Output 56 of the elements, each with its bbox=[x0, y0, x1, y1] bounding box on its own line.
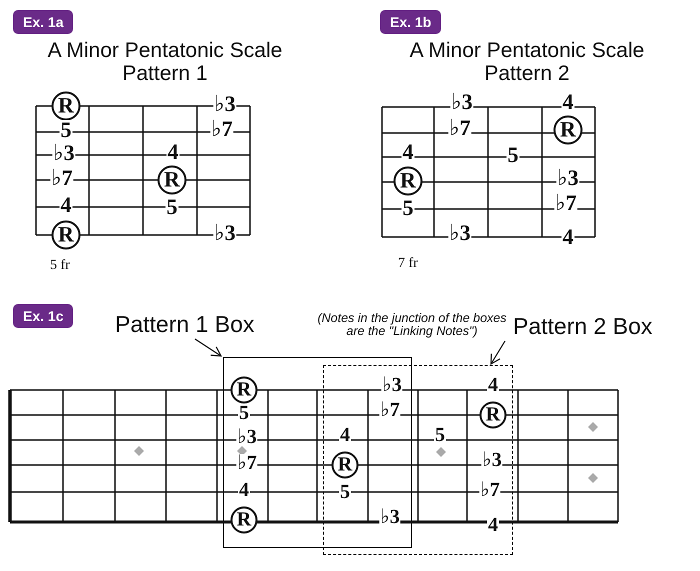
root-note-marker: R bbox=[52, 92, 80, 120]
interval-label: ♭7 bbox=[236, 454, 258, 472]
interval-label: 4 bbox=[166, 142, 180, 162]
interval-label: ♭7 bbox=[554, 193, 578, 213]
interval-label: 4 bbox=[238, 481, 250, 499]
interval-label: 4 bbox=[339, 426, 351, 444]
interval-label: ♭3 bbox=[52, 143, 76, 163]
example-tag: Ex. 1c bbox=[13, 304, 74, 328]
root-note-marker: R bbox=[230, 506, 258, 534]
interval-label: ♭3 bbox=[481, 451, 503, 469]
scale-title: A Minor Pentatonic Scale Pattern 1 bbox=[46, 39, 284, 85]
interval-label: ♭3 bbox=[556, 168, 580, 188]
interval-label: 5 bbox=[166, 197, 178, 217]
interval-label: 5 bbox=[60, 120, 72, 140]
fret-number: 5 fr bbox=[50, 258, 70, 274]
interval-label: 5 bbox=[402, 198, 414, 218]
interval-label: 5 bbox=[339, 483, 351, 501]
interval-label: 4 bbox=[487, 376, 499, 394]
root-note-marker: R bbox=[158, 166, 186, 194]
interval-label: ♭7 bbox=[210, 119, 234, 139]
root-note-marker: R bbox=[332, 452, 358, 478]
interval-label: ♭3 bbox=[450, 92, 474, 112]
scale-title: A Minor Pentatonic Scale Pattern 2 bbox=[408, 39, 646, 85]
box-label: Pattern 2 Box bbox=[513, 313, 652, 340]
interval-label: ♭3 bbox=[381, 376, 403, 394]
interval-label: 4 bbox=[60, 195, 72, 215]
pattern-outline bbox=[323, 365, 513, 555]
interval-label: ♭3 bbox=[213, 223, 237, 243]
root-note-marker: R bbox=[480, 402, 506, 428]
example-tag: Ex. 1a bbox=[13, 10, 74, 34]
root-note-marker: R bbox=[52, 220, 80, 250]
interval-label: 4 bbox=[562, 92, 574, 112]
root-note-marker: R bbox=[394, 166, 422, 196]
leader-arrow bbox=[490, 340, 506, 365]
interval-label: ♭7 bbox=[379, 401, 401, 419]
interval-label: ♭7 bbox=[479, 481, 501, 499]
interval-label: 5 bbox=[506, 145, 520, 165]
root-note-marker: R bbox=[230, 376, 258, 404]
interval-label: ♭3 bbox=[379, 508, 401, 526]
interval-label: 5 bbox=[238, 404, 250, 422]
leader-arrow bbox=[194, 338, 222, 357]
root-note-marker: R bbox=[554, 116, 582, 144]
interval-label: 4 bbox=[402, 142, 414, 162]
interval-label: ♭3 bbox=[448, 223, 472, 243]
interval-label: ♭7 bbox=[448, 118, 472, 138]
interval-label: ♭3 bbox=[213, 94, 237, 114]
annotation-note: (Notes in the junction of the boxes are the "Linking Notes") bbox=[316, 312, 508, 338]
example-tag: Ex. 1b bbox=[380, 10, 442, 34]
interval-label: ♭7 bbox=[50, 168, 74, 188]
interval-label: 5 bbox=[434, 426, 446, 444]
interval-label: 4 bbox=[487, 516, 499, 534]
interval-label: ♭3 bbox=[236, 428, 258, 446]
fret-number: 7 fr bbox=[398, 256, 418, 272]
pattern-outline bbox=[223, 357, 412, 548]
interval-label: 4 bbox=[562, 227, 574, 247]
box-label: Pattern 1 Box bbox=[115, 311, 254, 338]
